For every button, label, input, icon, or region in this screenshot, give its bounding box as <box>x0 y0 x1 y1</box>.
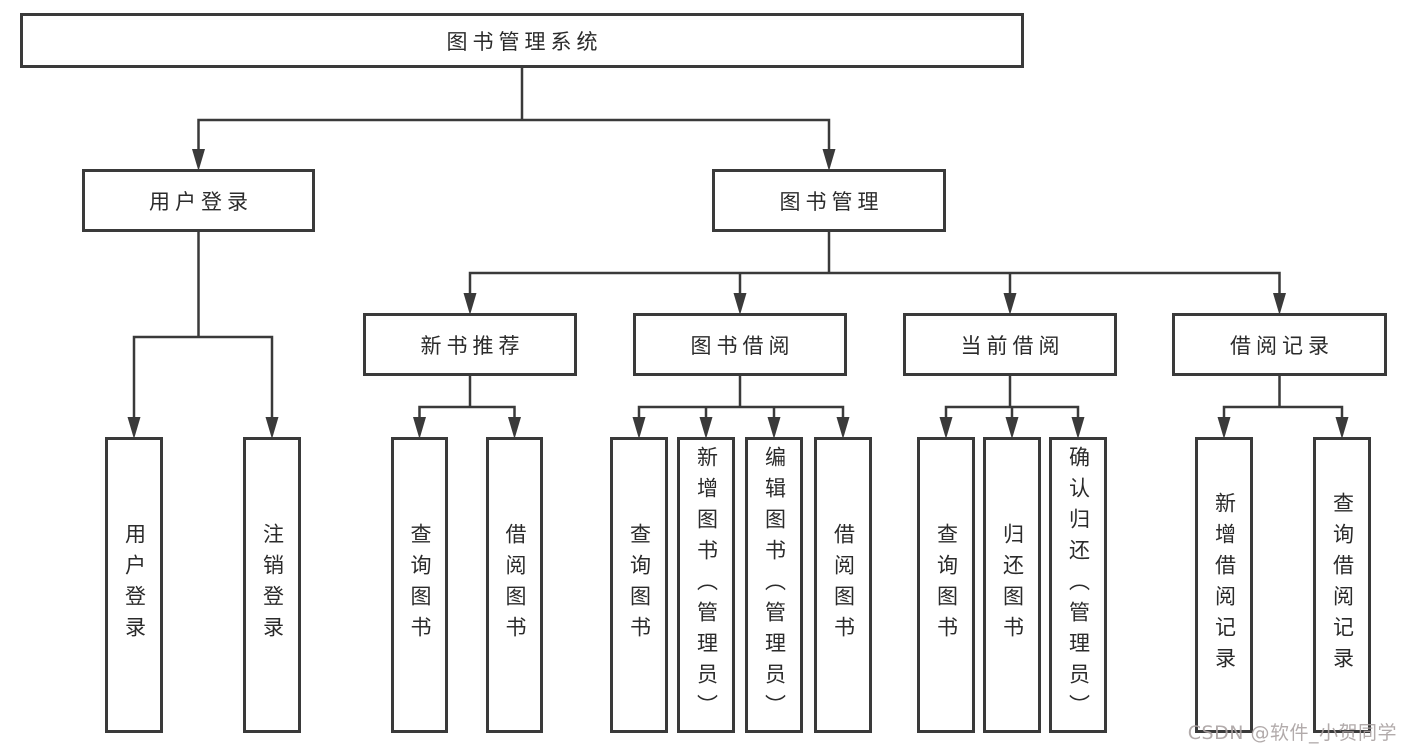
arrow-head <box>1071 417 1085 439</box>
node-label: 新增借阅记录 <box>1212 492 1237 678</box>
node-v-bb-query-book: 查询图书 <box>610 437 668 733</box>
node-v-logout: 注销登录 <box>243 437 301 733</box>
arrow-head <box>413 417 426 439</box>
connector-path <box>418 376 516 419</box>
arrow-head <box>1335 417 1349 439</box>
node-v-nbr-query-book: 查询图书 <box>391 437 448 733</box>
node-label: 查询图书 <box>627 523 652 647</box>
arrow-head <box>1005 417 1019 439</box>
node-v-cb-return-book: 归还图书 <box>983 437 1041 733</box>
node-label: 图书管理系统 <box>446 29 603 54</box>
arrow-head <box>939 417 953 439</box>
node-current-borrow: 当前借阅 <box>903 313 1117 376</box>
arrow-head <box>822 149 836 171</box>
node-label: 注销登录 <box>260 523 285 647</box>
arrow-head <box>265 417 279 439</box>
node-label: 借阅记录 <box>1230 333 1334 358</box>
connector-path <box>197 68 831 151</box>
node-label: 归还图书 <box>1000 523 1025 647</box>
connector-path <box>1222 376 1344 419</box>
connector-path <box>132 232 274 419</box>
node-label: 借阅图书 <box>831 523 856 647</box>
node-label: 查询图书 <box>934 523 959 647</box>
node-label: 查询借阅记录 <box>1330 492 1355 678</box>
arrow-head <box>632 417 646 439</box>
arrow-head <box>1003 293 1017 315</box>
node-v-cb-confirm: 确认归还（管理员） <box>1049 437 1107 733</box>
node-v-bb-borrow-book: 借阅图书 <box>814 437 872 733</box>
arrow-head <box>836 417 850 439</box>
connector-path <box>944 376 1080 419</box>
node-user-login: 用户登录 <box>82 169 315 232</box>
node-v-user-login: 用户登录 <box>105 437 163 733</box>
node-label: 编辑图书（管理员） <box>762 445 787 725</box>
node-v-nbr-borrow-book: 借阅图书 <box>486 437 543 733</box>
node-label: 查询图书 <box>408 523 432 647</box>
arrow-head <box>699 417 713 439</box>
arrow-head <box>1273 293 1286 315</box>
arrow-head <box>1217 417 1231 439</box>
node-new-book-rec: 新书推荐 <box>363 313 577 376</box>
connector-path <box>637 376 845 419</box>
node-label: 新书推荐 <box>420 333 525 358</box>
node-book-mgmt: 图书管理 <box>712 169 946 232</box>
arrow-head <box>508 417 521 439</box>
node-book-borrow: 图书借阅 <box>633 313 847 376</box>
node-label: 用户登录 <box>149 189 253 214</box>
node-v-bb-edit-book: 编辑图书（管理员） <box>745 437 803 733</box>
node-label: 图书管理 <box>779 189 884 214</box>
arrow-head <box>767 417 781 439</box>
node-root: 图书管理系统 <box>20 13 1024 68</box>
node-v-br-add-record: 新增借阅记录 <box>1195 437 1253 733</box>
arrow-head <box>127 417 141 439</box>
connector-path <box>468 232 1281 295</box>
node-v-br-query-record: 查询借阅记录 <box>1313 437 1371 733</box>
watermark: CSDN @软件_小贺同学 <box>1187 722 1397 744</box>
node-label: 新增图书（管理员） <box>694 445 719 725</box>
arrow-head <box>733 293 747 315</box>
node-label: 确认归还（管理员） <box>1066 445 1091 725</box>
node-label: 用户登录 <box>122 523 147 647</box>
arrow-head <box>192 149 205 171</box>
node-v-bb-add-book: 新增图书（管理员） <box>677 437 735 733</box>
arrow-head <box>463 293 477 315</box>
node-v-cb-query-book: 查询图书 <box>917 437 975 733</box>
node-label: 当前借阅 <box>960 333 1065 358</box>
node-label: 图书借阅 <box>690 333 795 358</box>
node-label: 借阅图书 <box>503 523 527 647</box>
node-borrow-record: 借阅记录 <box>1172 313 1387 376</box>
